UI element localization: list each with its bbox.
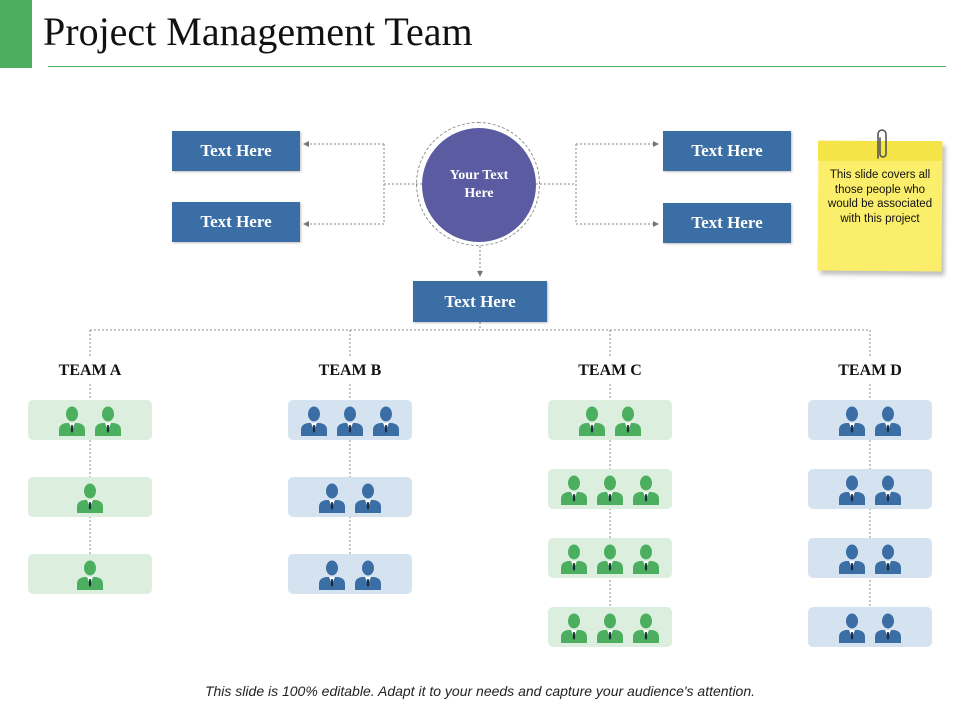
team-label: TEAM D	[838, 362, 902, 379]
person-icon	[615, 406, 641, 436]
team-member-group	[808, 607, 932, 647]
footer-note: This slide is 100% editable. Adapt it to…	[204, 683, 756, 699]
person-icon	[597, 475, 623, 505]
person-icon	[77, 560, 103, 590]
person-icon	[875, 613, 901, 643]
paperclip-icon	[877, 129, 887, 159]
person-icon	[875, 406, 901, 436]
team-member-group	[288, 554, 412, 594]
person-icon	[875, 544, 901, 574]
person-icon	[319, 560, 345, 590]
team-member-group	[548, 400, 672, 440]
slide-title: Project Management Team	[43, 9, 473, 54]
team-member-group	[288, 477, 412, 517]
person-icon	[59, 406, 85, 436]
right-top-text-box: Text Here	[663, 131, 791, 171]
team-member-group	[28, 477, 152, 517]
team-member-group	[288, 400, 412, 440]
person-icon	[355, 483, 381, 513]
person-icon	[561, 613, 587, 643]
team-member-group	[28, 554, 152, 594]
title-accent-bar	[0, 0, 32, 68]
right-bottom-text-box: Text Here	[663, 203, 791, 243]
person-icon	[337, 406, 363, 436]
team-member-group	[548, 469, 672, 509]
title-underline	[48, 66, 946, 67]
person-icon	[839, 613, 865, 643]
team-label: TEAM B	[318, 362, 382, 379]
person-icon	[839, 475, 865, 505]
team-member-group	[548, 607, 672, 647]
team-member-group	[808, 400, 932, 440]
person-icon	[355, 560, 381, 590]
person-icon	[597, 544, 623, 574]
team-label: TEAM A	[58, 362, 122, 379]
person-icon	[561, 544, 587, 574]
person-icon	[597, 613, 623, 643]
team-member-group	[28, 400, 152, 440]
person-icon	[633, 475, 659, 505]
person-icon	[77, 483, 103, 513]
left-top-text-box: Text Here	[172, 131, 300, 171]
bottom-text-box: Text Here	[413, 281, 547, 322]
person-icon	[633, 544, 659, 574]
center-circle: Your Text Here	[422, 128, 536, 242]
person-icon	[875, 475, 901, 505]
center-circle-label: Your Text Here	[449, 168, 509, 201]
person-icon	[95, 406, 121, 436]
person-icon	[579, 406, 605, 436]
person-icon	[839, 544, 865, 574]
person-icon	[561, 475, 587, 505]
team-member-group	[808, 538, 932, 578]
person-icon	[839, 406, 865, 436]
team-member-group	[808, 469, 932, 509]
team-member-group	[548, 538, 672, 578]
person-icon	[319, 483, 345, 513]
team-label: TEAM C	[578, 362, 642, 379]
center-circle-ring	[416, 122, 540, 246]
sticky-note-text: This slide covers all those people who w…	[827, 169, 933, 225]
person-icon	[373, 406, 399, 436]
person-icon	[633, 613, 659, 643]
person-icon	[301, 406, 327, 436]
left-bottom-text-box: Text Here	[172, 202, 300, 242]
